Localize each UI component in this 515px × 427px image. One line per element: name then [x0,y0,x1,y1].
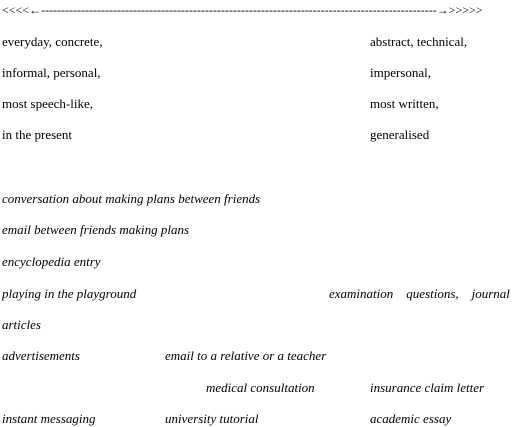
genre-email-relative: email to a relative or a teacher [165,348,327,363]
right-pole-line-3: most written, [370,96,439,111]
left-pole-line-2: informal, personal, [2,65,101,80]
right-pole-line-4: generalised [370,127,430,142]
genre-medical-consultation: medical consultation [206,380,315,395]
continuum-arrow: <<<<←-----------------------------------… [2,3,483,17]
genre-playground: playing in the playground [2,286,137,301]
left-pole-line-1: everyday, concrete, [2,34,103,49]
genre-academic-essay: academic essay [370,411,452,426]
right-pole-line-1: abstract, technical, [370,34,468,49]
genre-encyclopedia: encyclopedia entry [2,254,101,269]
left-pole-line-3: most speech-like, [2,96,93,111]
genre-university-tutorial: university tutorial [165,411,259,426]
genre-examination-questions: examination questions, journal [329,286,510,301]
left-pole-line-4: in the present [2,127,73,142]
genre-articles: articles [2,317,41,332]
genre-advertisements: advertisements [2,348,80,363]
genre-email-friends: email between friends making plans [2,222,190,237]
genre-insurance-claim: insurance claim letter [370,380,485,395]
right-pole-line-2: impersonal, [370,65,432,80]
genre-conversation: conversation about making plans between … [2,191,261,206]
genre-instant-messaging: instant messaging [2,411,96,426]
